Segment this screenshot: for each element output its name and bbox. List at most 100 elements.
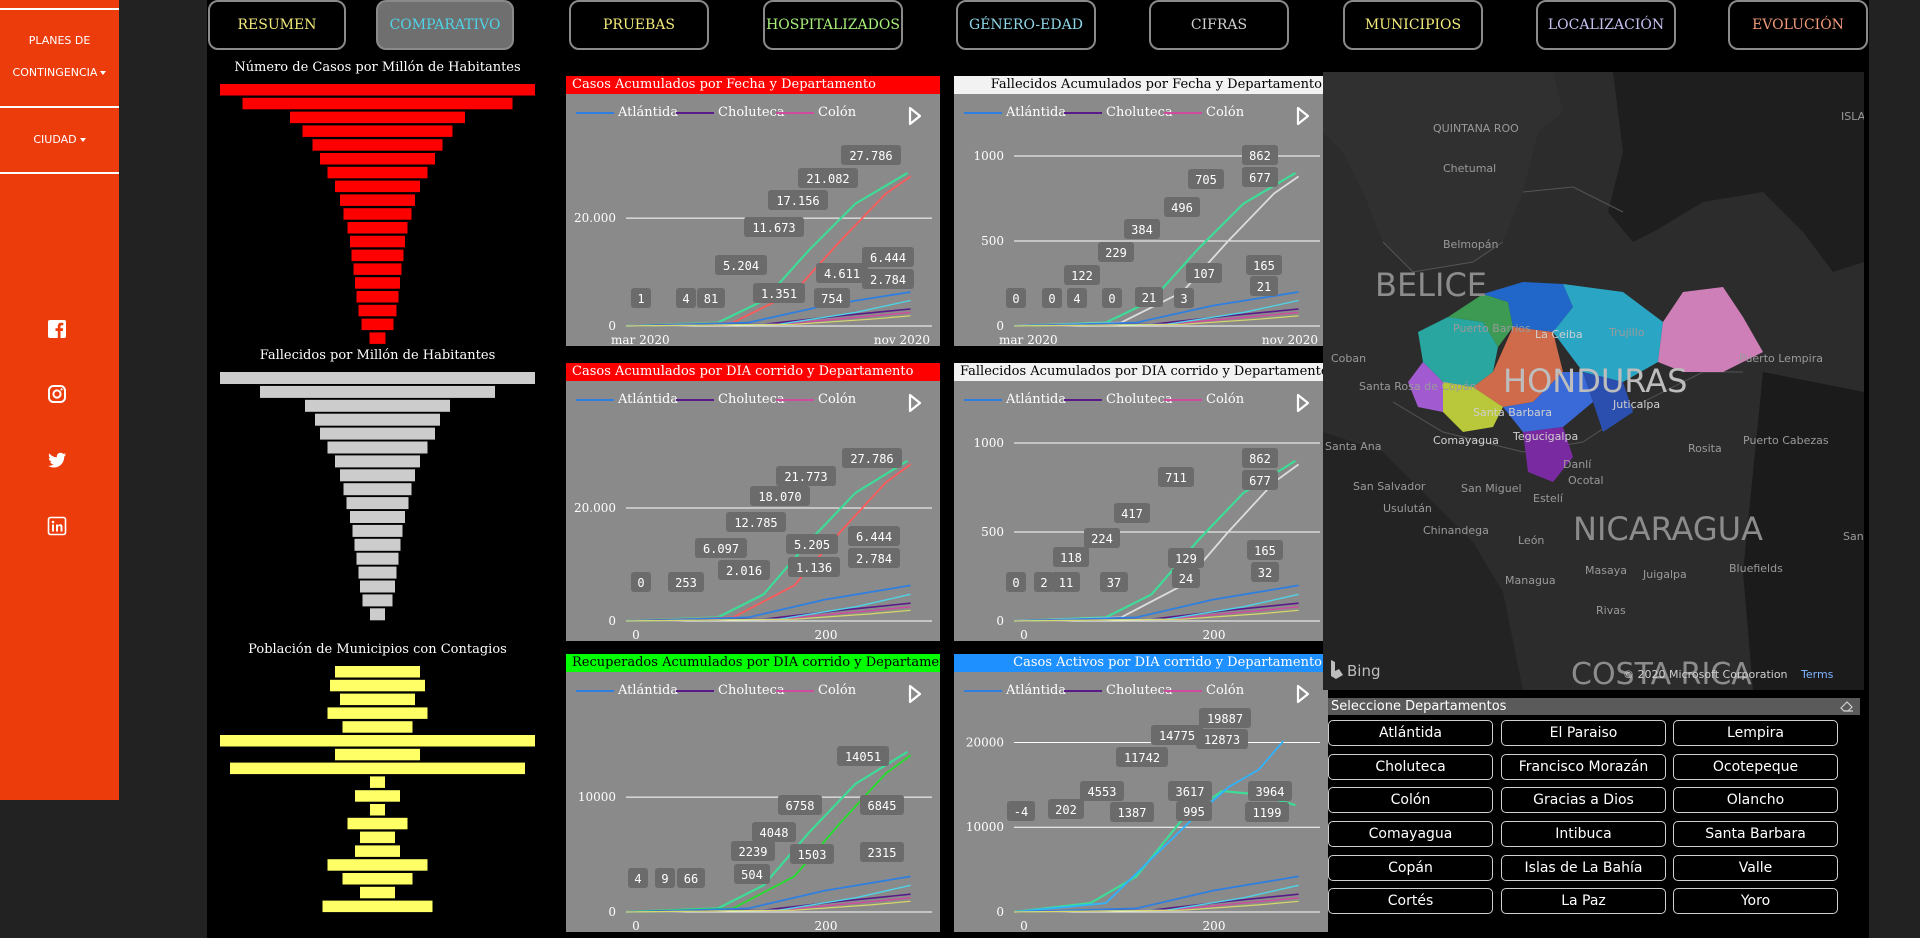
- series-line[interactable]: [1013, 900, 1299, 913]
- rank-bar[interactable]: [358, 566, 397, 579]
- rank-bar[interactable]: [327, 859, 428, 871]
- rank-bar[interactable]: [260, 385, 495, 398]
- legend-item[interactable]: Atlántida: [964, 103, 1066, 123]
- rank-bar[interactable]: [230, 762, 525, 775]
- series-line[interactable]: [625, 900, 911, 913]
- rank-bar[interactable]: [340, 469, 415, 482]
- rank-bar[interactable]: [352, 524, 403, 537]
- rank-bar[interactable]: [370, 608, 385, 621]
- department-button[interactable]: Colón: [1328, 787, 1493, 813]
- rank-bar[interactable]: [327, 166, 428, 179]
- department-button[interactable]: Atlántida: [1328, 720, 1493, 746]
- play-icon[interactable]: [908, 684, 922, 704]
- panel-recovered-by-day[interactable]: Recuperados Acumulados por DIA corrido y…: [566, 654, 940, 932]
- tab-pruebas[interactable]: PRUEBAS: [569, 0, 709, 50]
- department-button[interactable]: Intibuca: [1501, 821, 1666, 847]
- legend-item[interactable]: Choluteca: [1064, 103, 1173, 123]
- play-icon[interactable]: [1296, 393, 1310, 413]
- series-line[interactable]: [1013, 875, 1299, 913]
- department-button[interactable]: Copán: [1328, 855, 1493, 881]
- rank-bar[interactable]: [343, 208, 412, 220]
- rank-bar[interactable]: [362, 594, 393, 607]
- rank-bar[interactable]: [340, 194, 415, 206]
- rank-bar[interactable]: [355, 277, 400, 289]
- rank-bar[interactable]: [353, 263, 402, 275]
- play-icon[interactable]: [908, 106, 922, 126]
- legend-item[interactable]: Colón: [1164, 103, 1244, 123]
- department-button[interactable]: El Paraiso: [1501, 720, 1666, 746]
- legend-item[interactable]: Atlántida: [964, 390, 1066, 410]
- legend-item[interactable]: Choluteca: [676, 390, 785, 410]
- panel-deaths-by-day[interactable]: Fallecidos Acumulados por DIA corrido y …: [954, 363, 1328, 641]
- legend-item[interactable]: Atlántida: [576, 103, 678, 123]
- rank-bar[interactable]: [220, 372, 535, 384]
- legend-item[interactable]: Choluteca: [1064, 390, 1173, 410]
- rank-bar[interactable]: [343, 483, 412, 496]
- legend-item[interactable]: Colón: [776, 103, 856, 123]
- rank-bar[interactable]: [369, 332, 386, 344]
- rank-bar[interactable]: [360, 580, 395, 593]
- rank-bar[interactable]: [327, 707, 428, 719]
- department-button[interactable]: Lempira: [1673, 720, 1838, 746]
- department-button[interactable]: La Paz: [1501, 888, 1666, 914]
- legend-item[interactable]: Colón: [776, 390, 856, 410]
- department-button[interactable]: Francisco Morazán: [1501, 754, 1666, 780]
- department-button[interactable]: Olancho: [1673, 787, 1838, 813]
- rank-bar[interactable]: [351, 249, 404, 262]
- panel-cases-by-date[interactable]: Casos Acumulados por Fecha y Departament…: [566, 76, 940, 346]
- rank-bar[interactable]: [315, 413, 440, 426]
- department-button[interactable]: Comayagua: [1328, 821, 1493, 847]
- menu-planes-contingencia[interactable]: PLANES DE CONTINGENCIA: [0, 24, 119, 90]
- rank-bar[interactable]: [347, 222, 408, 234]
- department-button[interactable]: Valle: [1673, 855, 1838, 881]
- series-line[interactable]: [1013, 291, 1299, 327]
- tab-comparativo[interactable]: COMPARATIVO: [376, 0, 514, 50]
- panel-cases-by-day[interactable]: Casos Acumulados por DIA corrido y Depar…: [566, 363, 940, 641]
- department-button[interactable]: Choluteca: [1328, 754, 1493, 780]
- tab-evolucion[interactable]: EVOLUCIÓN: [1728, 0, 1868, 50]
- department-button[interactable]: Ocotepeque: [1673, 754, 1838, 780]
- legend-item[interactable]: Choluteca: [676, 103, 785, 123]
- series-line[interactable]: [625, 609, 911, 622]
- menu-ciudad[interactable]: CIUDAD: [0, 123, 119, 157]
- rank-bar[interactable]: [312, 139, 443, 151]
- rank-bar[interactable]: [330, 679, 425, 692]
- rank-bar[interactable]: [355, 845, 400, 857]
- department-button[interactable]: Gracias a Dios: [1501, 787, 1666, 813]
- tab-cifras[interactable]: CIFRAS: [1149, 0, 1289, 50]
- series-line[interactable]: [1013, 315, 1299, 327]
- rank-bar[interactable]: [220, 84, 535, 96]
- map-view[interactable]: QUINTANA ROO Chetumal Belmopán BELICE Co…: [1323, 72, 1864, 690]
- legend-item[interactable]: Atlántida: [576, 390, 678, 410]
- linkedin-icon[interactable]: [47, 516, 67, 536]
- rank-bar[interactable]: [350, 511, 405, 523]
- eraser-icon[interactable]: [1840, 700, 1854, 713]
- rank-bar[interactable]: [320, 153, 435, 165]
- rank-bar[interactable]: [356, 291, 399, 303]
- play-icon[interactable]: [1296, 106, 1310, 126]
- legend-item[interactable]: Colón: [1164, 390, 1244, 410]
- rank-bar[interactable]: [358, 304, 397, 317]
- rank-bar[interactable]: [322, 900, 433, 913]
- series-line[interactable]: [625, 584, 911, 622]
- department-button[interactable]: Cortés: [1328, 888, 1493, 914]
- rank-bar[interactable]: [342, 873, 413, 885]
- play-icon[interactable]: [908, 393, 922, 413]
- map-terms-link[interactable]: Terms: [1800, 668, 1834, 681]
- rank-bar[interactable]: [305, 399, 450, 412]
- rank-bar[interactable]: [327, 441, 428, 454]
- rank-bar[interactable]: [220, 735, 535, 747]
- rank-bar[interactable]: [355, 790, 400, 802]
- legend-item[interactable]: Atlántida: [576, 681, 678, 701]
- rank-bar[interactable]: [356, 552, 399, 565]
- legend-item[interactable]: Choluteca: [1064, 681, 1173, 701]
- rank-bar[interactable]: [335, 180, 420, 193]
- panel-active-by-day[interactable]: Casos Activos por DIA corrido y Departam…: [954, 654, 1328, 932]
- department-button[interactable]: Yoro: [1673, 888, 1838, 914]
- tab-resumen[interactable]: RESUMEN: [208, 0, 346, 50]
- legend-item[interactable]: Colón: [776, 681, 856, 701]
- series-line[interactable]: [625, 875, 911, 913]
